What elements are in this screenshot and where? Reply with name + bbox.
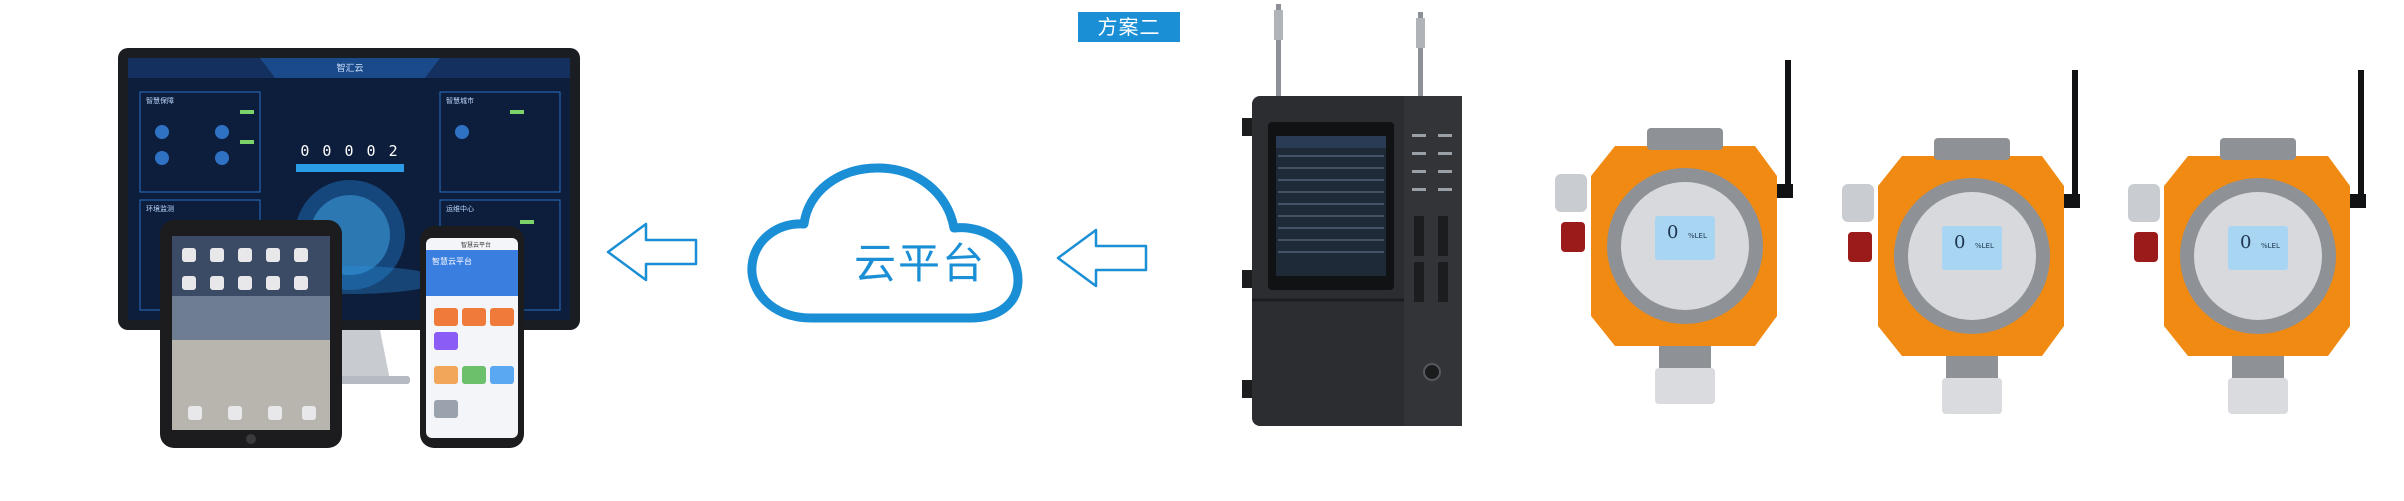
antenna-icon (1274, 4, 1425, 100)
antenna-icon (1785, 60, 1791, 190)
scheme-badge: 方案二 (1078, 12, 1180, 42)
antenna-icon (2072, 70, 2078, 200)
left-arrow-icon (1056, 228, 1148, 288)
cloud-icon (747, 163, 1023, 323)
phone-banner: 智慧云平台 (432, 257, 472, 266)
detector-display (1942, 226, 2002, 270)
controller (1240, 0, 1470, 440)
cloud (742, 158, 1028, 328)
detector-1-reading: 0 (1667, 222, 1679, 243)
gas-detector-art (2128, 70, 2366, 414)
monitor-panel-title-2: 智慧城市 (446, 97, 474, 105)
tablet (160, 220, 342, 448)
monitor-counter: 0 0 0 0 2 (300, 142, 400, 160)
antenna-icon (2358, 70, 2364, 200)
detector-1-unit: %LEL (1688, 232, 1707, 240)
detector-2-reading: 0 (1954, 232, 1966, 253)
gas-detector-1 (1555, 56, 1805, 406)
left-arrow-icon (606, 222, 698, 282)
monitor-panel-title-1: 智慧保障 (146, 97, 174, 105)
controller-art (1242, 4, 1462, 426)
monitor-title: 智汇云 (336, 64, 364, 74)
cloud-label: 云平台 (853, 239, 986, 288)
detector-3-unit: %LEL (2261, 242, 2280, 250)
phone-title: 智慧云平台 (460, 242, 491, 249)
gas-detector-3 (2128, 66, 2378, 416)
detector-3-reading: 0 (2240, 232, 2252, 253)
phone (420, 226, 524, 448)
client-devices-art (118, 48, 580, 448)
gas-detector-2 (1842, 66, 2092, 416)
gas-detector-art (1842, 70, 2080, 414)
client-devices (110, 40, 590, 450)
arrow-to-devices (606, 222, 698, 282)
arrow-to-cloud (1056, 228, 1148, 288)
detector-display (2228, 226, 2288, 270)
gas-detector-art (1555, 60, 1793, 404)
monitor-panel-title-3: 环境监测 (146, 205, 174, 213)
monitor-panel-title-4: 运维中心 (446, 205, 474, 213)
detector-2-unit: %LEL (1975, 242, 1994, 250)
detector-display (1655, 216, 1715, 260)
